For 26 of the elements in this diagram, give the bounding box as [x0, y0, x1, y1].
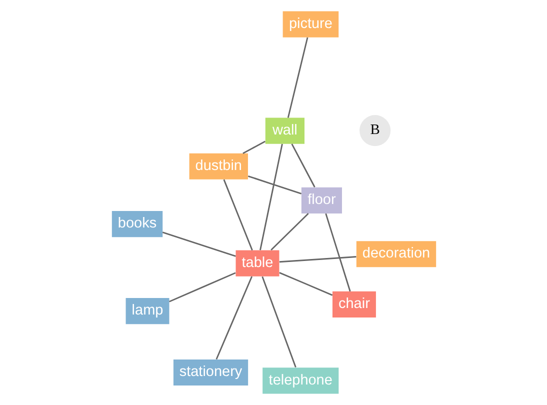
connector — [278, 272, 332, 296]
connector — [270, 213, 308, 250]
node-box: floor — [300, 187, 342, 214]
label: B — [370, 122, 380, 138]
node-box: stationery — [172, 359, 248, 386]
node-box: chair — [332, 291, 376, 318]
connector — [247, 175, 302, 194]
connector — [168, 272, 236, 302]
node-box: dustbin — [188, 153, 248, 180]
connector — [222, 179, 252, 251]
connector — [215, 276, 252, 360]
node-box: picture — [282, 11, 338, 38]
node-box: wall — [264, 118, 304, 144]
node-box: decoration — [356, 241, 436, 268]
connector — [278, 256, 356, 263]
node-box: books — [111, 211, 162, 238]
connector — [162, 232, 236, 257]
node-box: table — [235, 250, 279, 276]
connector — [286, 37, 308, 118]
node-box: lamp — [125, 298, 169, 324]
connector — [259, 144, 282, 250]
node-box: telephone — [262, 368, 338, 394]
connector — [261, 276, 296, 368]
connector — [242, 140, 266, 154]
connector — [290, 144, 315, 188]
connector — [324, 213, 350, 292]
